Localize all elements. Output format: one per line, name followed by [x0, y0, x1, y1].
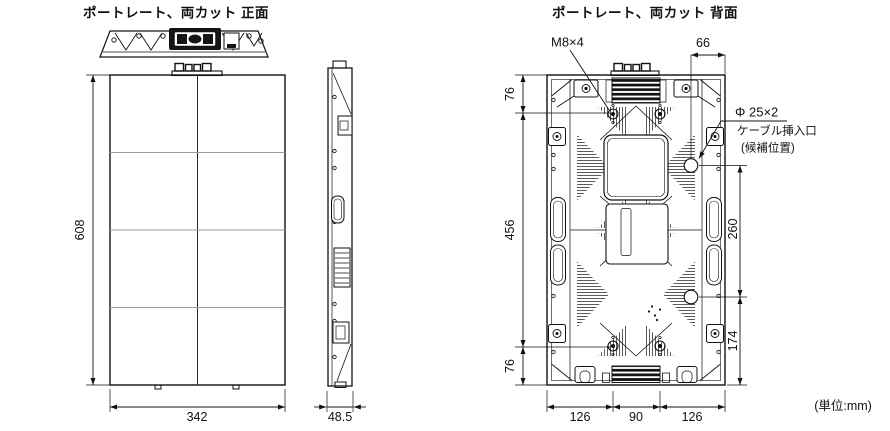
cable-hole-upper	[683, 158, 699, 173]
dim-back-bottom-right: 126	[681, 409, 703, 424]
unit-note: (単位:mm)	[814, 398, 872, 413]
front-dimension-lines	[86, 74, 286, 412]
dim-cable-span: 260	[725, 218, 740, 240]
front-view-title: ポートレート、両カット 正面	[83, 5, 269, 21]
dim-back-bottom-offset: 76	[502, 359, 517, 373]
cable-diameter-label: Φ 25×2	[735, 104, 779, 120]
front-view	[109, 62, 286, 390]
dim-right-offset: 66	[696, 35, 710, 50]
dim-cable-bottom: 174	[725, 330, 740, 352]
side-dimension-lines	[314, 391, 366, 412]
dim-back-bottom-center: 90	[629, 409, 643, 424]
dim-back-mount-span: 456	[502, 219, 517, 241]
dim-back-bottom-left: 126	[569, 409, 591, 424]
back-view	[546, 62, 726, 386]
cable-port-label: ケーブル挿入口	[737, 125, 817, 138]
back-dimension-lines	[515, 49, 787, 412]
side-view	[327, 60, 353, 388]
m8-bolt-label: M8×4	[551, 34, 584, 50]
back-view-title: ポートレート、両カット 背面	[552, 5, 738, 21]
front-top-view	[99, 28, 269, 58]
cable-leader-line	[698, 120, 722, 159]
dim-side-depth: 48.5	[327, 409, 353, 424]
cable-position-note: (候補位置)	[741, 142, 795, 155]
dim-front-width: 342	[186, 409, 208, 424]
m8-leader-line	[569, 49, 610, 111]
cable-hole-lower	[683, 289, 699, 305]
dim-front-height: 608	[72, 219, 87, 241]
dim-back-top-offset: 76	[502, 87, 517, 101]
m8-bolt-holes	[607, 103, 666, 357]
